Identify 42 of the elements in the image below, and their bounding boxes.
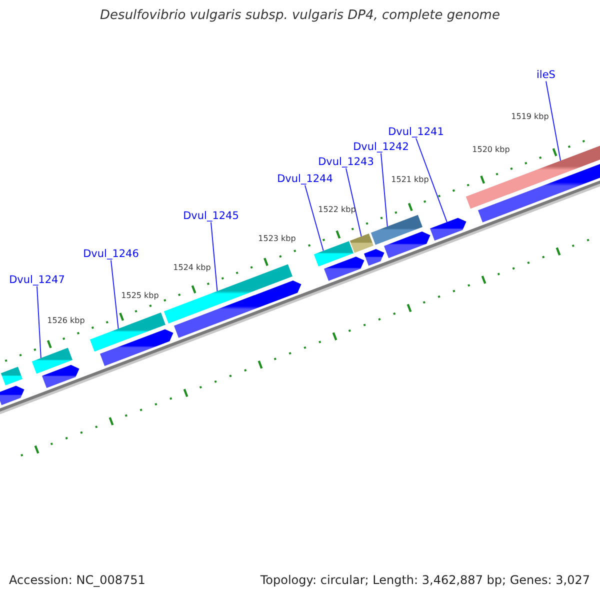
gene-bar (350, 234, 374, 253)
gene-label: Dvul_1244 (277, 174, 333, 184)
gene-label: ileS (536, 70, 556, 80)
leader-line (110, 260, 119, 330)
gene-label: Dvul_1246 (83, 248, 139, 260)
scale-label: 1522 kbp (318, 206, 356, 214)
gene-label: Dvul_1247 (9, 274, 65, 286)
gene-label: Dvul_1243 (318, 156, 374, 168)
gene-bar (370, 214, 422, 245)
gene-block (0, 386, 24, 406)
scale-label: 1523 kbp (258, 235, 296, 243)
gene-bar (0, 366, 22, 386)
leader-line (304, 184, 324, 252)
scale-label: 1525 kbp (121, 292, 159, 300)
gene-label: Dvul_1245 (183, 210, 239, 222)
gene-block (384, 232, 430, 258)
leader-line (380, 152, 388, 227)
gene-block (430, 218, 466, 241)
gene-block (174, 280, 302, 338)
scale-label: 1526 kbp (47, 317, 85, 325)
footer-text: Topology: circular; Length: 3,462,887 bp; Genes: 3,027 (260, 574, 590, 586)
leader-line (546, 80, 562, 162)
leader-line (210, 222, 218, 292)
gene-block (42, 364, 80, 388)
gene-bar (164, 264, 292, 324)
gene-bar (314, 241, 354, 266)
gene-label: Dvul_1242 (353, 142, 409, 152)
footer-text: Accession: NC_008751 (9, 574, 146, 586)
gene-block (364, 249, 384, 266)
scale-label: 1520 kbp (472, 146, 510, 154)
scale-label: 1521 kbp (391, 176, 429, 184)
title: Desulfovibrio vulgaris subsp. vulgaris DP4, complete genome (99, 9, 501, 22)
gene-bar (90, 312, 166, 352)
leader-line (346, 168, 362, 237)
gene-block (324, 256, 364, 281)
gene-block (100, 329, 174, 366)
gene-bar (32, 348, 72, 374)
gene-label: Dvul_1241 (388, 126, 444, 138)
leader-line (36, 286, 42, 359)
scale-label: 1519 kbp (511, 113, 549, 121)
leader-line (416, 138, 448, 223)
scale-label: 1524 kbp (173, 264, 211, 272)
